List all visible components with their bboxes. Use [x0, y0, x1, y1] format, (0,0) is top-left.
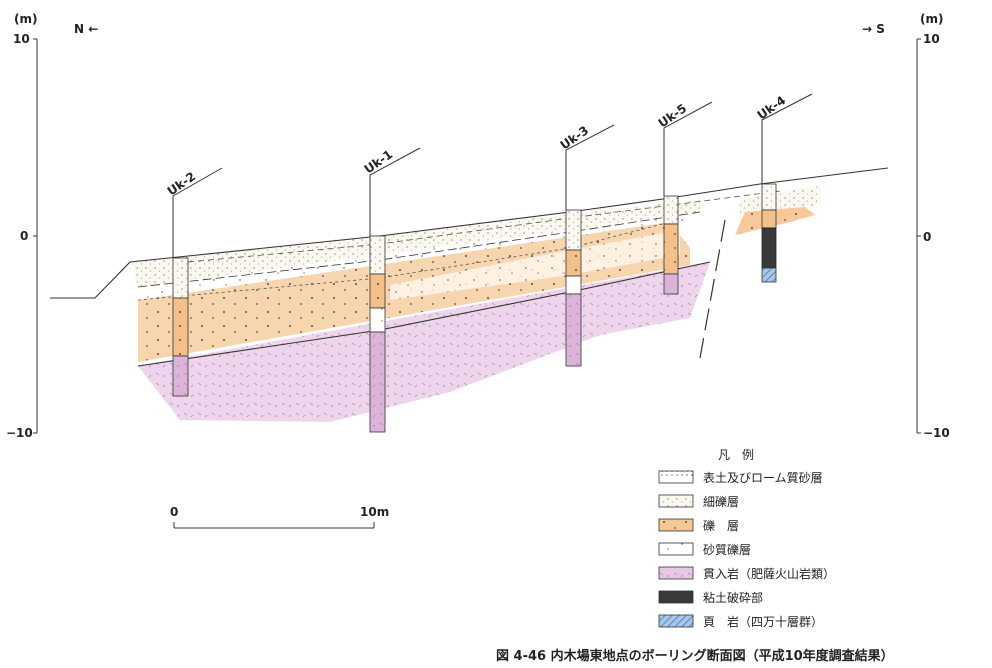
right-axis: 10 0 −10: [916, 32, 950, 440]
legend-title: 凡 例: [718, 448, 754, 462]
borehole-label-uk-3: Uk-3: [558, 123, 591, 152]
geologic-layers: [50, 167, 889, 422]
figure-caption: 図 4-46 内木場東地点のボーリング断面図（平成10年度調査結果）: [496, 648, 894, 664]
borehole-label-uk-2: Uk-2: [165, 169, 198, 198]
legend-item-fine-gravel: 細礫層: [658, 494, 739, 509]
legend-label-intrusive-rock: 貫入岩（肥薩火山岩類）: [703, 566, 835, 581]
left-tick-0: 0: [20, 229, 28, 243]
legend-label-topsoil: 表土及びローム質砂層: [703, 470, 823, 485]
scale-bar-end: 10m: [360, 505, 389, 519]
north-arrow-label: N ←: [74, 22, 98, 36]
borehole-uk-4: Uk-4: [755, 93, 813, 283]
left-axis-unit: (m): [14, 12, 37, 26]
borehole-uk-2: Uk-2: [165, 167, 223, 397]
right-tick-0: 0: [923, 230, 931, 244]
scale-bar-start: 0: [170, 505, 178, 519]
borehole-label-uk-5: Uk-5: [656, 101, 689, 130]
legend-item-intrusive-rock: 貫入岩（肥薩火山岩類）: [658, 566, 835, 581]
legend-item-topsoil: 表土及びローム質砂層: [658, 470, 823, 485]
fault-line: [699, 219, 726, 359]
legend-item-clay-fracture: 粘土破砕部: [658, 590, 763, 605]
legend-label-sandy-gravel: 砂質礫層: [703, 542, 751, 557]
legend-label-shale: 頁 岩（四万十層群）: [703, 614, 823, 629]
legend-label-gravel: 礫 層: [703, 518, 739, 533]
legend-label-fine-gravel: 細礫層: [703, 494, 739, 509]
bedrock-boundary-line: [137, 261, 711, 367]
borehole-label-uk-1: Uk-1: [362, 147, 395, 176]
right-tick-10: 10: [923, 32, 940, 46]
scale-bar: 0 10m: [170, 505, 389, 529]
legend-item-shale: 頁 岩（四万十層群）: [658, 614, 823, 629]
left-tick-minus10: −10: [6, 426, 33, 440]
legend-item-sandy-gravel: 砂質礫層: [658, 542, 751, 557]
legend-label-clay-fracture: 粘土破砕部: [703, 590, 763, 605]
right-axis-unit: (m): [920, 12, 943, 26]
right-tick-minus10: −10: [923, 426, 950, 440]
borehole-label-uk-4: Uk-4: [755, 93, 788, 122]
legend-item-gravel: 礫 層: [658, 518, 739, 533]
left-tick-10: 10: [13, 32, 30, 46]
left-axis: 10 0 −10: [6, 32, 38, 440]
south-arrow-label: → S: [862, 22, 885, 36]
legend: 凡 例 表土及びローム質砂層 細礫層 礫 層 砂質礫層 貫入岩（肥薩火山岩類）: [658, 448, 835, 629]
